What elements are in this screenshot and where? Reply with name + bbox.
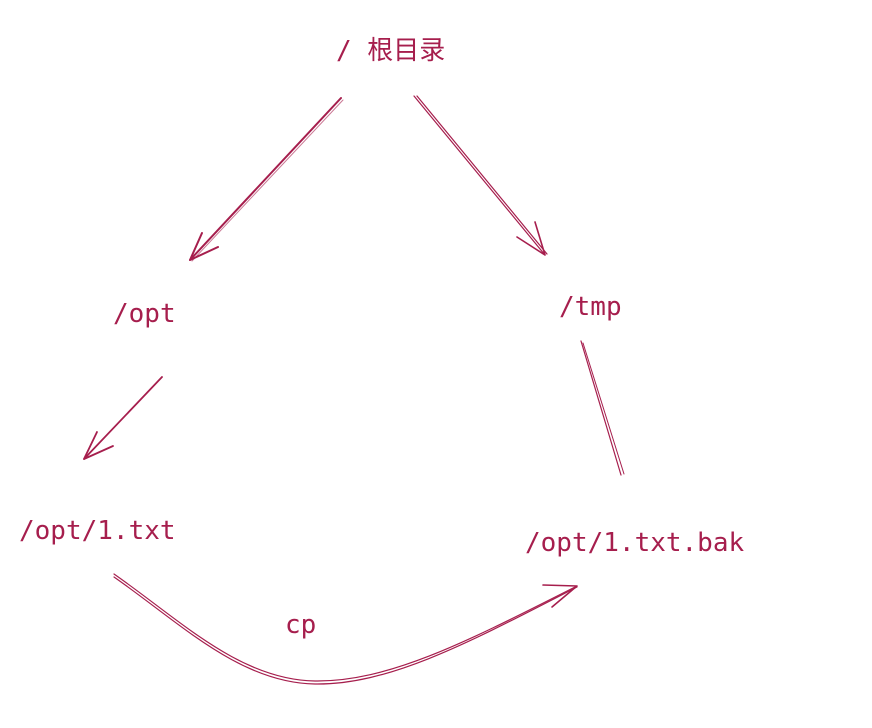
arrow-opt-to-file xyxy=(83,376,163,460)
node-root: / 根目录 xyxy=(336,36,446,66)
node-opt: /opt xyxy=(113,299,176,329)
node-bak-file: /opt/1.txt.bak xyxy=(525,528,745,558)
edge-label-cp: cp xyxy=(285,610,317,640)
arrow-root-to-tmp xyxy=(413,95,548,256)
node-tmp: /tmp xyxy=(559,292,622,322)
arrow-cp-copy xyxy=(113,573,578,685)
node-opt-file: /opt/1.txt xyxy=(19,516,176,546)
line-tmp-to-bak xyxy=(580,340,625,476)
arrow-root-to-opt xyxy=(189,97,344,262)
